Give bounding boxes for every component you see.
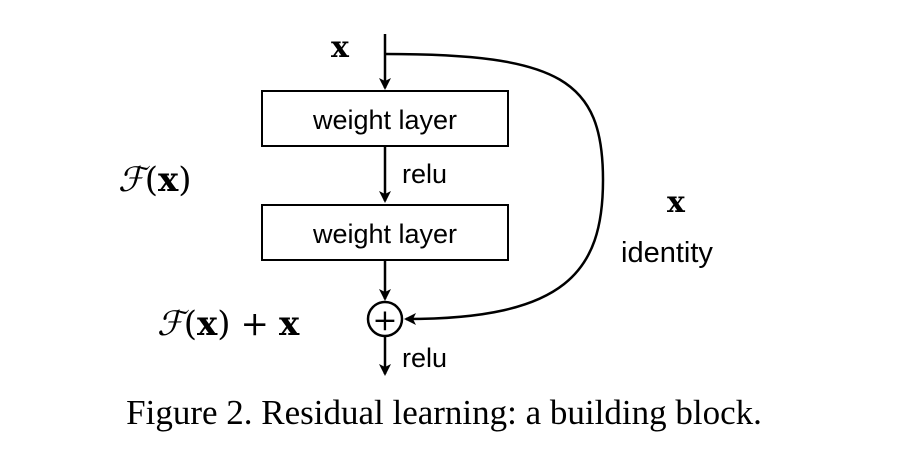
shortcut-label: x bbox=[667, 185, 686, 220]
relu-label-out: relu bbox=[402, 343, 447, 373]
identity-shortcut-arrow bbox=[384, 52, 605, 325]
function-arg: x bbox=[158, 160, 179, 200]
sum-plus: + bbox=[241, 304, 270, 344]
relu-label-mid: relu bbox=[402, 159, 447, 189]
sum-function-arg: x bbox=[197, 304, 218, 344]
residual-function-label: ℱ(x) bbox=[118, 160, 192, 200]
weight-layer-1-label: weight layer bbox=[312, 105, 457, 135]
identity-label: identity bbox=[621, 237, 713, 269]
figure-caption: Figure 2. Residual learning: a building … bbox=[126, 393, 762, 432]
weight-layer-2-label: weight layer bbox=[312, 219, 457, 249]
sum-paren-open: ( bbox=[184, 304, 197, 344]
sum-term: x bbox=[279, 304, 300, 344]
input-label: x bbox=[331, 30, 350, 65]
adder-plus-icon: + bbox=[372, 303, 397, 338]
paren-close: ) bbox=[178, 160, 191, 200]
paren-open: ( bbox=[145, 160, 158, 200]
sum-expression-label: ℱ(x)+x bbox=[157, 304, 300, 344]
sum-paren-close: ) bbox=[217, 304, 230, 344]
